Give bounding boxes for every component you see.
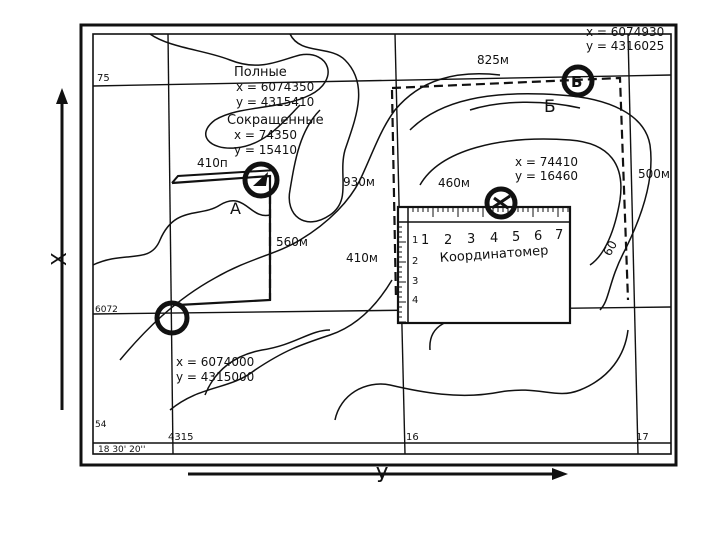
x-axis-arrow bbox=[56, 88, 68, 410]
point-b-marker bbox=[561, 64, 595, 98]
distance-460: 460м bbox=[438, 176, 470, 190]
short-coord-x: x = 74350 bbox=[234, 128, 297, 142]
frame-note: 18 30' 20'' bbox=[98, 445, 146, 455]
sheet-corner-label: 54 bbox=[95, 420, 107, 430]
side-tick-1: 1 bbox=[412, 235, 418, 246]
grid-label-x-top: 75 bbox=[97, 73, 110, 84]
distance-825: 825м bbox=[477, 53, 509, 67]
contour-value-label: 60 bbox=[600, 238, 620, 258]
side-tick-2: 2 bbox=[412, 256, 418, 267]
coordinatometer bbox=[396, 205, 572, 325]
full-coords-heading: Полные bbox=[234, 65, 287, 80]
full-coord-y: у = 4315410 bbox=[236, 95, 314, 109]
point-a-marker bbox=[242, 161, 280, 199]
point-b-symbol: Б bbox=[571, 73, 582, 91]
node-coord-x: x = 6074000 bbox=[176, 355, 254, 369]
scale-tick-5: 5 bbox=[512, 230, 520, 245]
grid-label-y-mid: 16 bbox=[406, 432, 419, 443]
scale-tick-7: 7 bbox=[555, 228, 563, 243]
contour-lines bbox=[92, 33, 652, 421]
side-tick-3: 3 bbox=[412, 276, 418, 287]
scale-tick-4: 4 bbox=[490, 231, 498, 246]
coordinatometer-point-marker bbox=[484, 186, 518, 220]
node-coord-y: у = 4315000 bbox=[176, 370, 254, 384]
scale-tick-3: 3 bbox=[467, 232, 475, 247]
y-axis-label: У bbox=[376, 463, 388, 487]
y-axis-arrow bbox=[188, 468, 568, 480]
grid-node-marker bbox=[154, 300, 190, 336]
distance-410-b: 410м bbox=[346, 251, 378, 265]
short-coords-heading: Сокращенные bbox=[227, 113, 324, 128]
point-b-coord-x: x = 74410 bbox=[515, 155, 578, 169]
grid-label-y-left: 4315 bbox=[168, 432, 193, 443]
x-axis-label: X bbox=[47, 252, 71, 266]
grid-label-x-bottom: 6072 bbox=[95, 305, 118, 315]
corner-coord-x: x = 6074930 bbox=[586, 25, 664, 39]
point-b-label: Б bbox=[544, 97, 556, 117]
plot-outline-a bbox=[171, 169, 277, 307]
map-frame bbox=[79, 23, 678, 467]
plot-outline-b bbox=[390, 76, 630, 301]
corner-coord-y: y = 4316025 bbox=[586, 39, 664, 53]
scale-tick-6: 6 bbox=[534, 229, 542, 244]
scale-tick-2: 2 bbox=[444, 233, 452, 248]
coordinatometer-point-symbol bbox=[491, 194, 511, 210]
distance-410-a: 410п bbox=[197, 156, 228, 170]
distance-560: 560м bbox=[276, 235, 308, 249]
coordinatometer-scale bbox=[398, 207, 569, 323]
scale-tick-1: 1 bbox=[421, 233, 429, 248]
point-a-label: А bbox=[230, 199, 241, 218]
distance-930: 930м bbox=[343, 175, 375, 189]
full-coord-x: x = 6074350 bbox=[236, 80, 314, 94]
side-tick-4: 4 bbox=[412, 295, 418, 306]
point-a-symbol bbox=[253, 172, 268, 186]
short-coord-y: у = 15410 bbox=[234, 143, 297, 157]
grid-label-y-right: 17 bbox=[636, 432, 649, 443]
point-b-coord-y: у = 16460 bbox=[515, 169, 578, 183]
distance-500: 500м bbox=[638, 167, 670, 181]
